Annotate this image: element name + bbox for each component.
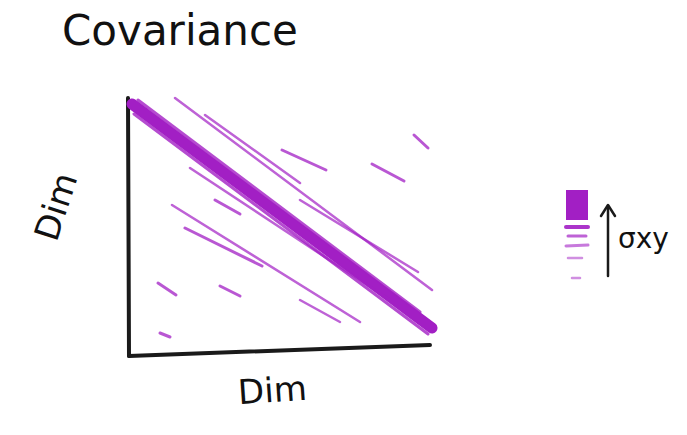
x-axis: [129, 345, 430, 356]
off-diagonal-stroke: [205, 115, 300, 183]
scale-step: [568, 257, 582, 260]
off-diagonal-stroke: [220, 286, 240, 296]
scale-arrow: [601, 205, 615, 276]
diagonal-stroke: [138, 100, 420, 312]
matrix-strokes: [132, 98, 432, 337]
off-diagonal-stroke: [414, 135, 428, 148]
main-diagonal: [132, 104, 432, 328]
arrow-shaft: [607, 206, 610, 276]
off-diagonal-stroke: [372, 164, 404, 181]
off-diagonal-stroke: [175, 98, 432, 290]
color-scale: [566, 190, 588, 278]
off-diagonal-stroke: [158, 283, 176, 295]
chart-title: Covariance: [62, 8, 298, 54]
off-diagonal-stroke: [185, 228, 262, 266]
off-diagonal-stroke: [215, 200, 240, 214]
off-diagonal-stroke: [172, 205, 360, 322]
axis-label: Dim: [237, 370, 308, 412]
axis-label: Dim: [28, 168, 85, 245]
arrow-head: [601, 205, 615, 216]
y-axis: [128, 98, 129, 356]
off-diagonal-stroke: [282, 150, 326, 170]
scale-step: [568, 235, 586, 238]
scale-step: [572, 277, 580, 280]
off-diagonal-stroke: [300, 200, 418, 272]
scale-label: σxy: [618, 224, 669, 255]
scale-step: [566, 245, 588, 246]
scale-swatch: [566, 190, 588, 220]
diagonal-stroke: [134, 114, 428, 334]
off-diagonal-stroke: [160, 333, 170, 337]
off-diagonal-stroke: [300, 300, 340, 322]
scale-step: [566, 225, 588, 229]
